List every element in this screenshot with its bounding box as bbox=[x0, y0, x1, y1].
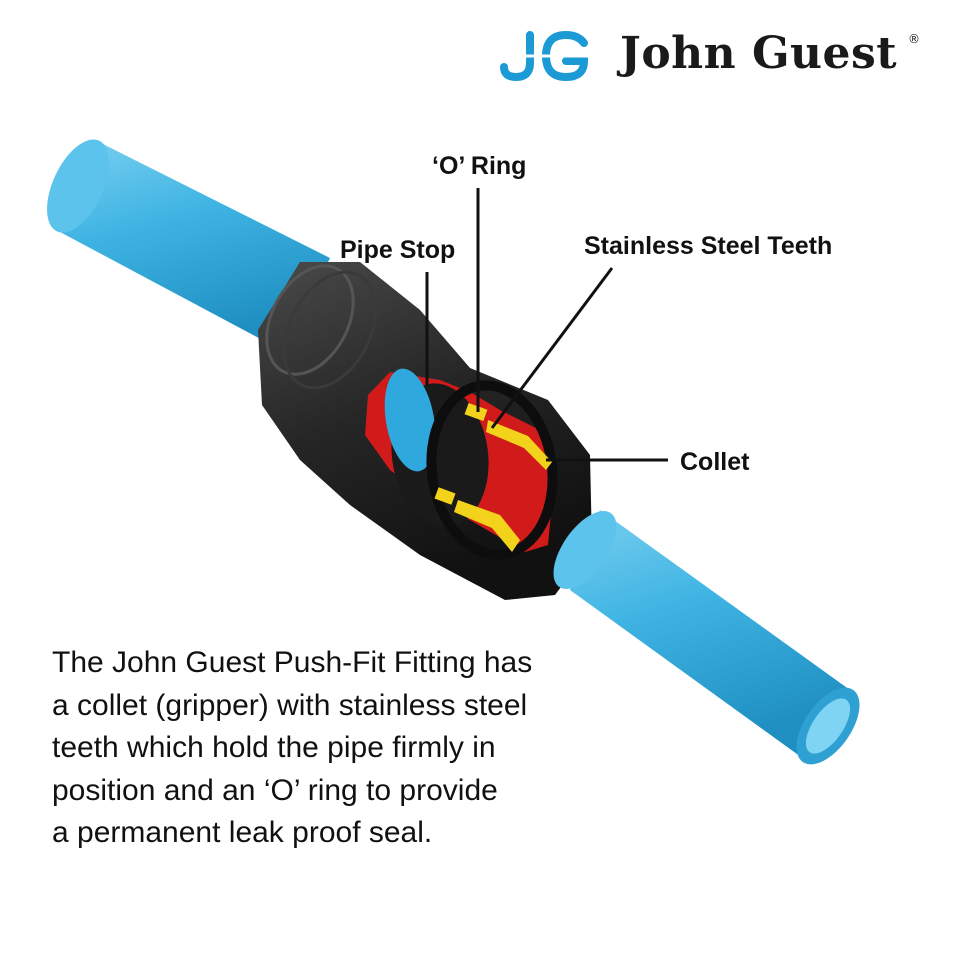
label-o-ring: ‘O’ Ring bbox=[432, 152, 527, 180]
jg-logo-icon bbox=[500, 30, 590, 82]
cutaway-section bbox=[365, 368, 558, 560]
label-collet: Collet bbox=[680, 448, 750, 476]
caption-line: a permanent leak proof seal. bbox=[52, 816, 433, 849]
brand-logo: John Guest ® bbox=[500, 22, 920, 92]
caption-line: teeth which hold the pipe firmly in bbox=[52, 731, 496, 764]
right-pipe bbox=[553, 510, 860, 765]
brand-name: John Guest bbox=[620, 28, 898, 79]
caption-line: a collet (gripper) with stainless steel bbox=[52, 688, 528, 722]
label-pipe-stop: Pipe Stop bbox=[340, 236, 456, 264]
leader-lines bbox=[425, 188, 668, 462]
stainless-steel-teeth-leader bbox=[490, 267, 614, 429]
caption-line: The John Guest Push-Fit Fitting has bbox=[52, 646, 533, 679]
left-pipe bbox=[47, 139, 330, 352]
teeth-and-oring bbox=[434, 402, 552, 552]
description-caption: The John Guest Push-Fit Fitting has a co… bbox=[52, 642, 652, 855]
label-stainless-steel-teeth: Stainless Steel Teeth bbox=[584, 232, 833, 260]
registered-mark: ® bbox=[908, 32, 920, 46]
caption-line: position and an ‘O’ ring to provide bbox=[52, 773, 498, 807]
